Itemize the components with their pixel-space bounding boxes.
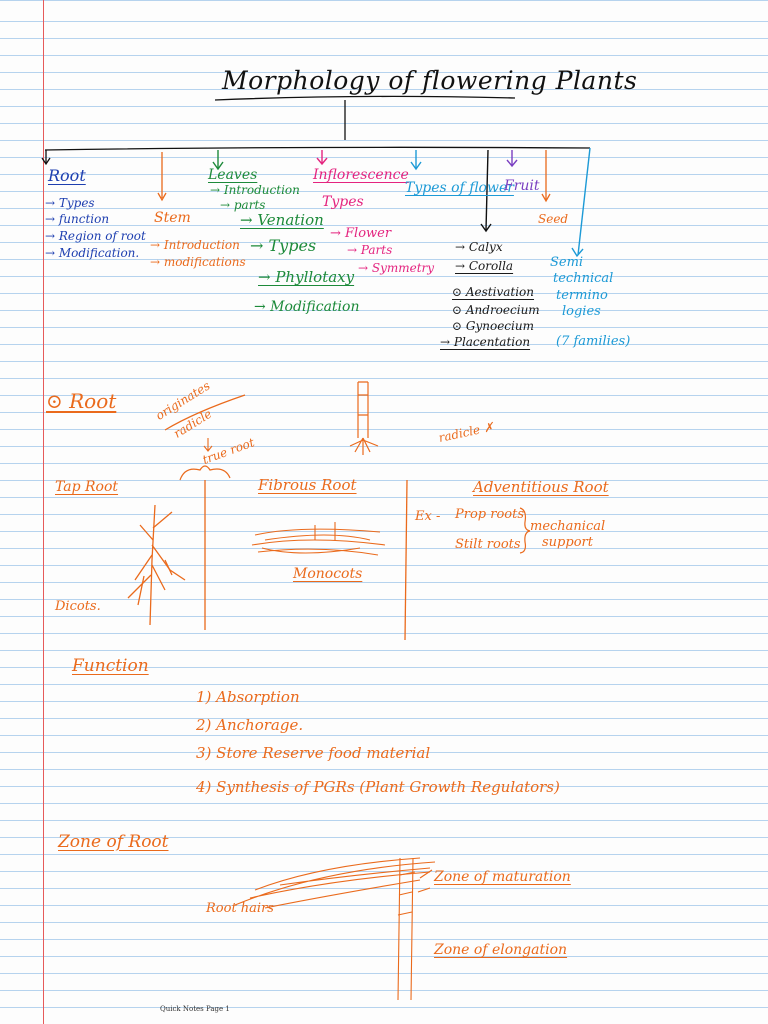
margin-line	[43, 0, 44, 1024]
mechanical-label: mechanical	[530, 519, 606, 534]
function-item: 4) Synthesis of PGRs (Plant Growth Regul…	[196, 778, 560, 796]
mindmap-semi-technical-line: logies	[562, 304, 601, 319]
mindmap-leaves-label: Leaves	[208, 167, 258, 183]
tap-root-heading: Tap Root	[55, 479, 119, 495]
mindmap-leaves-venation: → Venation	[240, 211, 324, 229]
function-heading: Function	[72, 656, 149, 676]
mindmap-root-item: → Region of root	[45, 229, 146, 243]
mindmap-root-label: Root	[48, 166, 86, 185]
mindmap-flower-part: ⊙ Gynoecium	[452, 319, 534, 333]
mindmap-stem-item: → Introduction	[150, 238, 240, 252]
branch-arrow-stem	[157, 152, 167, 202]
mindmap-root-item: → function	[45, 212, 110, 226]
mindmap-stem-item: → modifications	[150, 255, 246, 269]
mindmap-flower-part: → Corolla	[455, 259, 514, 273]
mindmap-flower-part: → Calyx	[455, 240, 503, 254]
dicots-label: Dicots.	[55, 599, 101, 614]
mindmap-leaves-types: → Types	[250, 236, 317, 255]
zone-maturation-label: Zone of maturation	[434, 869, 571, 885]
mindmap-semi-technical-line: technical	[553, 271, 614, 286]
mindmap-flower-part: → Placentation	[440, 335, 531, 349]
mindmap-flower-part: ⊙ Androecium	[452, 303, 540, 317]
branch-arrow-fruit	[506, 150, 518, 168]
mindmap-semi-technical-line: Semi	[550, 255, 584, 270]
mindmap-stem-label: Stem	[154, 210, 191, 226]
title-underline	[214, 95, 516, 101]
seedling-sketch	[349, 381, 379, 455]
branch-arrow-types-of-flower	[410, 150, 422, 171]
branch-arrow-semi-technical	[571, 147, 591, 258]
fibrous-root-sketch	[251, 522, 386, 556]
function-item: 1) Absorption	[196, 688, 300, 706]
branch-arrow-seed	[541, 150, 551, 203]
mindmap-leaves-phyllotaxy: → Phyllotaxy	[258, 268, 355, 286]
ex-label: Ex -	[415, 509, 441, 524]
monocots-label: Monocots	[293, 566, 363, 582]
mindmap-seed-label: Seed	[538, 212, 569, 226]
branch-arrow-inflorescence	[316, 150, 328, 166]
true-root-brace	[179, 465, 231, 481]
mindmap-inflorescence-flower: → Flower	[330, 226, 392, 241]
originates-underline	[164, 394, 246, 431]
adventitious-root-heading: Adventitious Root	[473, 478, 609, 496]
branch-arrow-leaves	[212, 150, 224, 171]
adventitious-divider	[404, 479, 408, 641]
mindmap-leaves-item: → Introduction	[210, 183, 300, 197]
mindmap-root-item: → Types	[45, 196, 95, 210]
mindmap-leaves-modification: → Modification	[254, 299, 360, 315]
stilt-roots-label: Stilt roots	[455, 537, 521, 552]
support-label: support	[542, 535, 593, 550]
function-item: 3) Store Reserve food material	[196, 744, 431, 762]
mindmap-fruit-label: Fruit	[504, 178, 540, 194]
mindmap-inflorescence-label: Inflorescence	[313, 167, 409, 183]
mindmap-root-item: → Modification.	[45, 246, 140, 260]
fibrous-root-heading: Fibrous Root	[258, 476, 357, 494]
branch-bar	[44, 146, 591, 151]
page-title: Morphology of flowering Plants	[222, 66, 638, 95]
originates-arrow	[203, 438, 213, 452]
mindmap-inflorescence-symmetry: → Symmetry	[358, 261, 435, 275]
root-hairs-label: Root hairs	[206, 901, 274, 916]
mindmap-leaves-item: → parts	[220, 198, 266, 212]
mindmap-semi-technical-families: (7 families)	[556, 334, 631, 349]
mindmap-flower-part: ⊙ Aestivation	[452, 285, 535, 299]
zone-root-sketch	[234, 857, 436, 1001]
branch-arrow-flower-parts	[480, 149, 492, 233]
branch-arrow-root	[41, 150, 51, 166]
zone-heading: Zone of Root	[58, 832, 169, 852]
tap-root-sketch	[127, 504, 186, 626]
prop-roots-label: Prop roots	[455, 507, 525, 522]
mindmap-types-of-flower-label: Types of flower	[405, 180, 514, 196]
mindmap-inflorescence-types: Types	[322, 194, 364, 210]
mindmap-semi-technical-line: termino	[556, 288, 608, 303]
mindmap-inflorescence-parts: → Parts	[347, 243, 393, 257]
function-item: 2) Anchorage.	[196, 716, 304, 734]
page-footer: Quick Notes Page 1	[160, 1005, 230, 1013]
zone-elongation-label: Zone of elongation	[434, 942, 568, 958]
prop-stilt-brace	[519, 507, 531, 554]
root-section-heading: ⊙ Root	[46, 389, 117, 413]
